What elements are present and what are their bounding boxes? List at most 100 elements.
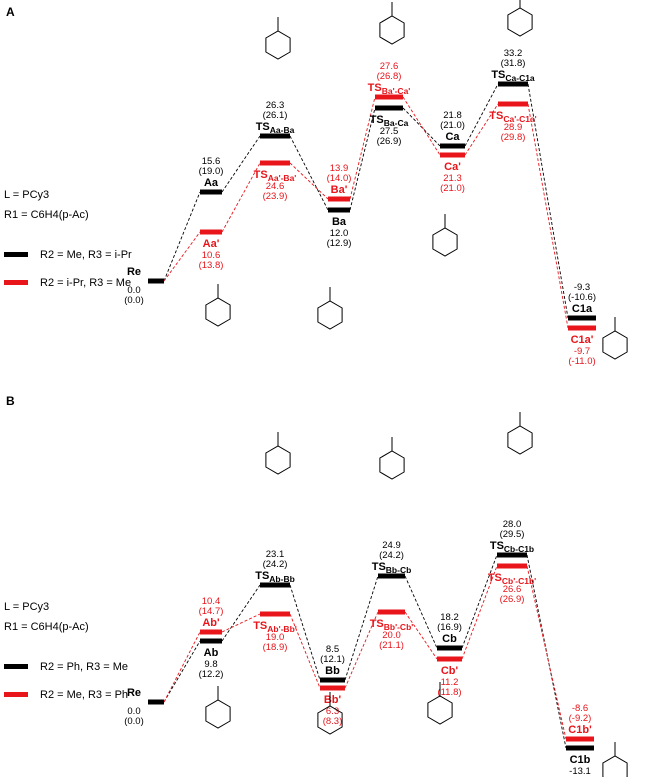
level-label-TSBbCb2: TSBb'-Cb' [370,618,414,632]
panel-label-B: B [6,394,15,408]
energy-value: 6.3 [326,706,339,717]
connector-line [289,613,321,689]
structure-B-1 [265,432,291,475]
level-label-Ba: Ba [332,216,347,228]
energy-value: -8.6 [572,703,588,714]
level-bar-TSBaCa2 [375,94,403,100]
ring-bond [205,297,231,327]
level-label-C1a: C1a [572,303,593,315]
level-bar-TSBbCb2 [378,609,405,615]
legend-swatch [4,280,28,285]
structure-A-6 [205,284,231,327]
energy-value: 15.6 [202,156,221,167]
level-label-Ab: Ab [204,647,219,659]
level-label-Re: Re [127,266,141,278]
level-label-Aa2: Aa' [203,238,220,250]
level-label-TSCbC1b: TSCb-C1b [490,540,534,554]
energy-sub-value: (24.2) [263,559,288,570]
energy-sub-value: (18.9) [263,642,288,653]
structure-A-4 [432,214,458,257]
energy-value: -9.7 [574,346,590,357]
level-bar-TSCbC1b [497,552,527,558]
structure-A-3 [507,0,533,37]
energy-value: 20.0 [382,630,401,641]
level-label-Bb: Bb [325,665,340,677]
energy-sub-value: (12.9) [327,238,352,249]
level-bar-Ba2 [328,196,350,202]
structure-A-1 [265,17,291,60]
ring-bond [205,699,231,729]
level-label-C1b: C1b [570,754,591,766]
level-bar-TSAbBb [260,582,290,588]
energy-value: 8.5 [326,644,339,655]
connector-line [163,191,201,282]
ring-bond [265,30,291,60]
ring-bond [602,755,628,777]
level-bar-TSAaBa [260,133,290,139]
ring-bond [602,330,628,360]
energy-sub-value: (8.3) [323,716,343,727]
connector-line [221,584,261,642]
energy-sub-value: (14.7) [199,606,224,617]
energy-sub-value: (24.2) [379,550,404,561]
energy-sub-value: (29.5) [500,529,525,540]
energy-value: 0.0 [127,285,140,296]
ring-bond [317,705,343,735]
connector-line [163,640,201,703]
level-label-TSAaBa2: TSAa'-Ba' [254,169,297,183]
level-label-TSCaC1a: TSCa-C1a [491,69,535,83]
structure-B-2 [379,437,405,480]
energy-sub-value: (-10.6) [568,292,596,303]
connector-line [402,96,441,156]
connector-line [289,584,321,681]
energy-value: 26.6 [503,584,522,595]
level-bar-Re [148,278,164,284]
energy-value: 28.0 [503,519,522,530]
energy-sub-value: (23.9) [263,191,288,202]
energy-value: 19.0 [266,632,285,643]
energy-value: 21.3 [443,173,462,184]
level-label-C1b2: C1b' [568,724,592,736]
level-label-TSAbBb2: TSAb'-Bb' [253,620,297,634]
legend-swatch [4,692,28,697]
level-bar-TSAaBa2 [260,160,290,166]
structure-A-2 [379,2,405,45]
energy-sub-value: (12.2) [199,669,224,680]
level-bar-Bb [320,677,345,683]
level-label-Cb: Cb [442,633,457,645]
energy-sub-value: (0.0) [124,716,144,727]
legend-ligand: L = PCy3 [4,601,49,613]
connector-line [464,103,499,156]
level-label-C1a2: C1a' [571,334,594,346]
level-bar-Cb2 [437,656,462,662]
structure-B-6 [205,686,231,729]
level-bar-TSBaCa [375,105,403,111]
level-label-TSAbBb: TSAb-Bb [255,570,295,584]
ring-bond [432,227,458,257]
level-bar-Ab2 [200,629,222,635]
energy-sub-value: (13.8) [199,260,224,271]
ring-bond [379,450,405,480]
ring-bond [507,7,533,37]
energy-value: 12.0 [330,228,349,239]
ring-bond [265,445,291,475]
level-label-Cb2: Cb' [441,665,459,677]
energy-value: 21.8 [443,110,462,121]
energy-value: 33.2 [504,48,523,59]
level-bar-Ab [200,638,222,644]
energy-sub-value: (0.0) [124,295,144,306]
structure-A-5 [317,287,343,330]
level-bar-C1b [566,745,594,751]
connector-line [221,613,261,633]
ring-bond [379,15,405,45]
energy-sub-value: (26.8) [377,71,402,82]
level-bar-TSBbCb [378,573,405,579]
level-bar-C1a2 [568,325,596,331]
energy-sub-value: (26.9) [500,594,525,605]
energy-sub-value: (-9.2) [569,713,592,724]
ring-bond [427,695,453,725]
ring-bond [317,300,343,330]
connector-line [163,631,201,703]
